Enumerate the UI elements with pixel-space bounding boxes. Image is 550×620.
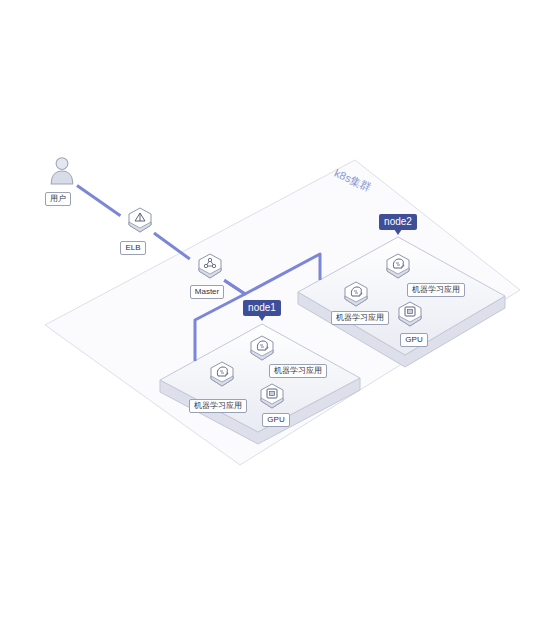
node-label: GPU [400, 333, 427, 347]
node-label: 机器学习应用 [269, 364, 327, 378]
node-label: GPU [262, 413, 289, 427]
ml-app: 机器学习应用 [384, 252, 465, 297]
ml-app: 机器学习应用 [331, 280, 389, 325]
node-tag: node2 [379, 214, 417, 230]
master-node-glyph [196, 252, 224, 280]
connector [77, 186, 120, 216]
cluster-plane: Master机器学习应用机器学习应用GPUnode1机器学习应用机器学习应用GP… [45, 158, 521, 468]
connector [224, 254, 320, 294]
user-icon: 用户 [45, 155, 77, 206]
node-label: 机器学习应用 [189, 399, 247, 413]
user-icon-glyph [47, 155, 77, 185]
gpu-device: GPU [396, 300, 428, 347]
master-node: Master [190, 252, 224, 299]
ml-app: 机器学习应用 [189, 360, 247, 413]
load-balancer-glyph [126, 206, 154, 234]
node-label: ELB [120, 241, 145, 255]
ml-app-glyph [248, 334, 276, 362]
ml-app-glyph [208, 360, 236, 388]
gpu-device: GPU [258, 382, 290, 427]
node-platform: 机器学习应用机器学习应用GPUnode2 [296, 212, 507, 369]
gpu-device-glyph [396, 300, 424, 328]
node-label: 用户 [45, 192, 71, 206]
connector [195, 280, 245, 361]
node-label: Master [190, 285, 224, 299]
ml-app-glyph [342, 280, 370, 308]
node-tag: node1 [243, 300, 281, 316]
ml-app: 机器学习应用 [248, 334, 327, 378]
gpu-device-glyph [258, 382, 286, 410]
node-label: 机器学习应用 [407, 283, 465, 297]
node-label: 机器学习应用 [331, 311, 389, 325]
connector [154, 233, 190, 259]
load-balancer: ELB [120, 206, 154, 255]
ml-app-glyph [384, 252, 412, 280]
